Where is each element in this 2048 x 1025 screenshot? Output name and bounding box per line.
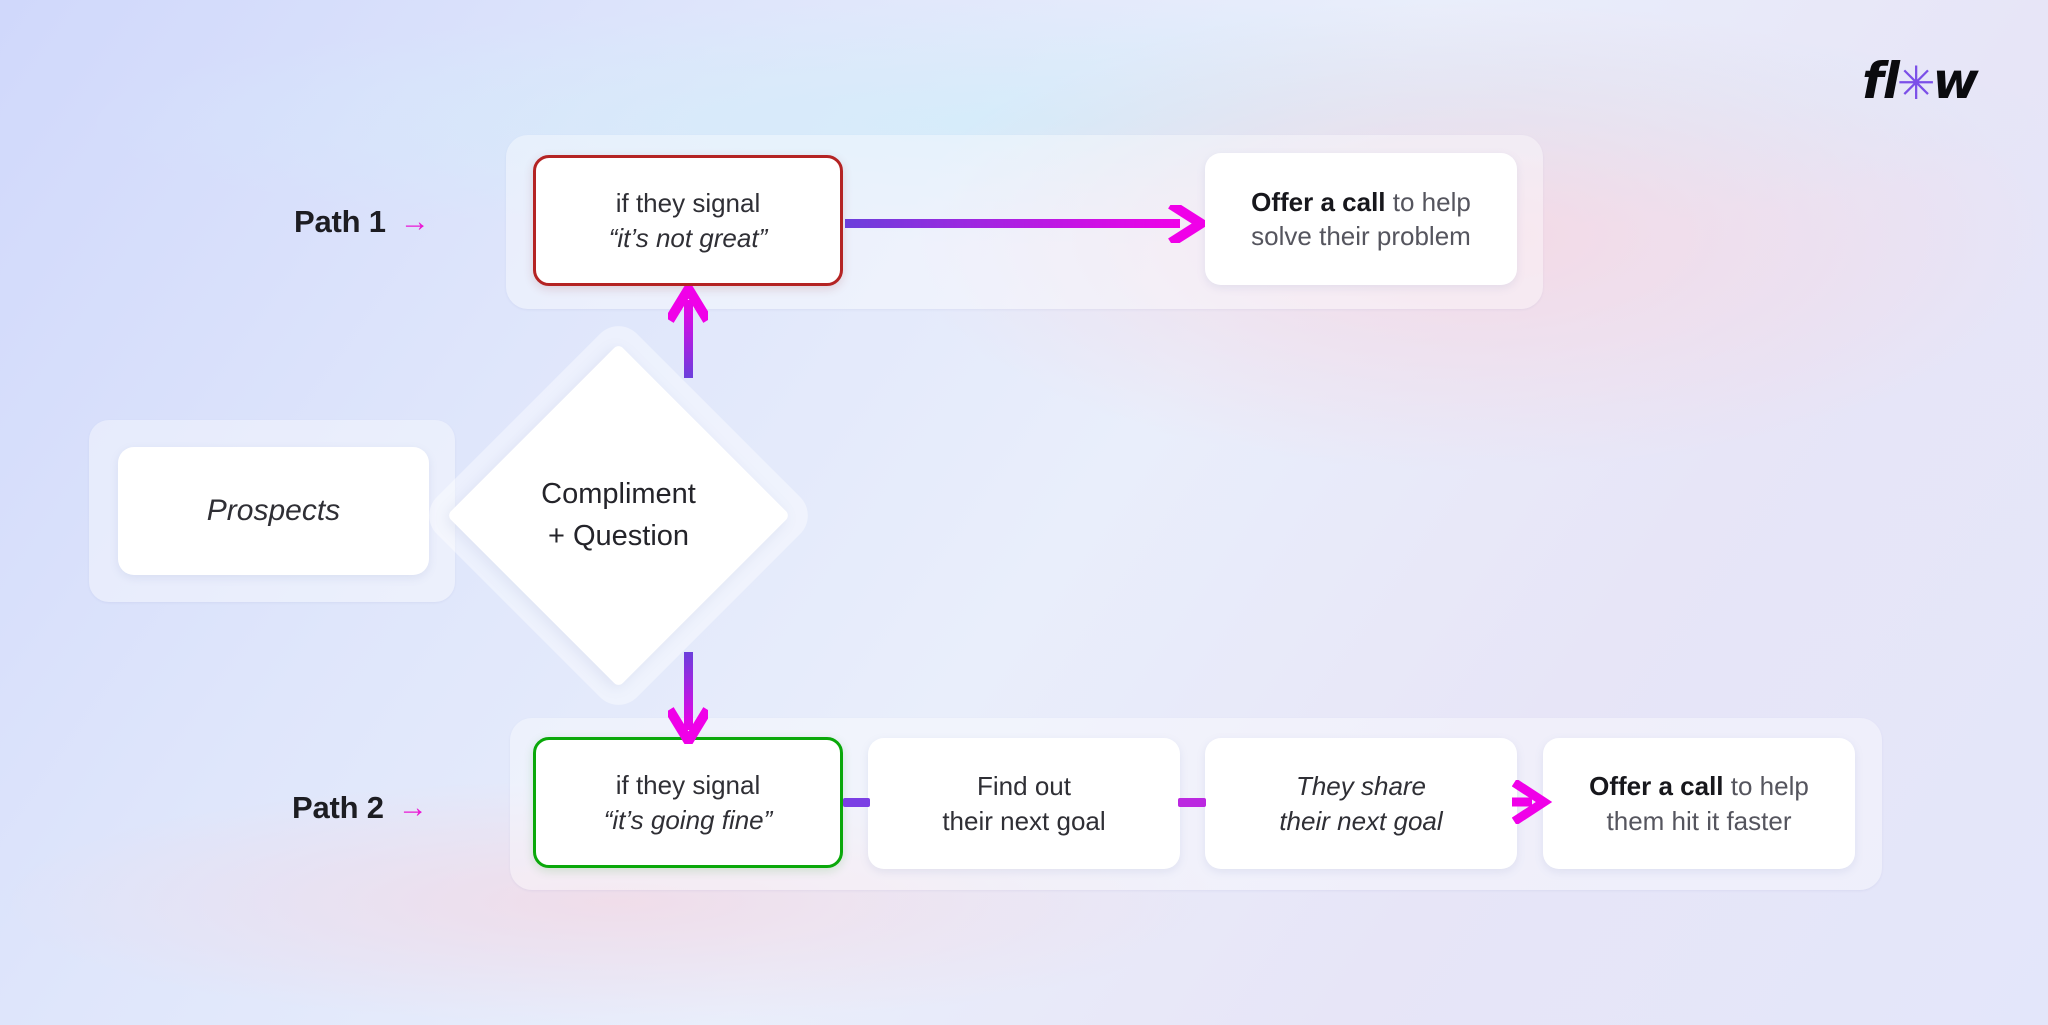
they-share-line-1: They share [1295,771,1427,802]
node-offer-call-hit-faster[interactable]: Offer a call to help them hit it faster [1543,738,1855,869]
signal-good-line-1: if they signal [615,770,761,801]
find-goal-line-2: their next goal [942,805,1106,836]
offer-call-1-line-1: Offer a call to help [1251,185,1471,219]
connector-bar-signal-to-find [843,798,870,807]
path2-label: Path 2 → [292,790,428,826]
find-goal-line-1: Find out [977,771,1071,802]
path1-label-text: Path 1 [294,204,386,239]
they-share-line-2: their next goal [1279,805,1443,836]
offer-call-2-line-2: them hit it faster [1606,805,1792,836]
connector-arrow-right-gradient [845,205,1205,243]
node-decision-label: Compliment + Question [497,394,740,637]
logo-text-after: w [1932,52,1978,110]
node-they-share-next-goal[interactable]: They share their next goal [1205,738,1517,869]
decision-line-2: + Question [547,519,690,552]
offer-call-1-rest: to help [1385,186,1471,217]
signal-bad-line-2: “it’s not great” [608,222,768,253]
decision-line-1: Compliment [541,478,696,511]
connector-arrow-up-gradient [668,286,708,378]
logo-text-before: fl [1862,52,1900,110]
offer-call-1-bold: Offer a call [1251,186,1386,217]
node-signal-going-fine[interactable]: if they signal “it’s going fine” [533,737,843,868]
signal-good-line-2: “it’s going fine” [603,804,773,835]
node-signal-not-great[interactable]: if they signal “it’s not great” [533,155,843,286]
arrow-right-icon: → [397,791,428,824]
signal-bad-line-1: if they signal [615,188,761,219]
offer-call-1-line-2: solve their problem [1251,221,1471,251]
node-find-next-goal[interactable]: Find out their next goal [868,738,1180,869]
connector-arrow-down-gradient [668,652,708,744]
offer-call-2-rest: to help [1723,771,1809,802]
path2-label-text: Path 2 [292,790,384,825]
offer-call-2-bold: Offer a call [1589,771,1724,802]
asterisk-icon: ✳ [1896,56,1936,110]
connector-bar-find-to-share [1178,798,1206,807]
path1-label: Path 1 → [294,204,430,240]
node-prospects[interactable]: Prospects [118,447,429,575]
brand-logo: fl ✳ w [1862,52,1979,110]
offer-call-2-line-1: Offer a call to help [1589,769,1809,803]
node-offer-call-solve-problem[interactable]: Offer a call to help solve their problem [1205,153,1517,285]
node-prospects-label: Prospects [206,494,341,528]
arrow-right-icon: → [399,205,430,238]
connector-chevron-right [1512,780,1553,824]
